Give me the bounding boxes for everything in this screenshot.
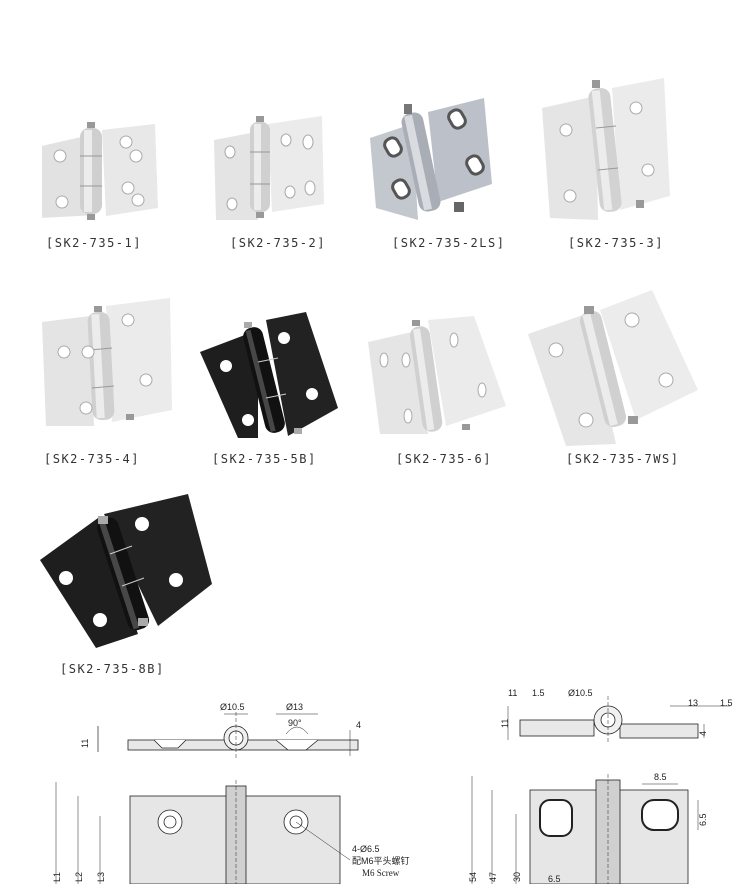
product-code: [SK2-735-8B] [60, 662, 165, 676]
hinge-image [42, 298, 172, 426]
product-code: [SK2-735-6] [396, 452, 492, 466]
product-code: [SK2-735-4] [44, 452, 140, 466]
dim-thickness: 4 [356, 720, 361, 730]
hinge-image [214, 116, 324, 220]
hinge-image [368, 316, 506, 434]
dim-slot-h: 6.5 [698, 813, 708, 826]
hinge-image [40, 494, 212, 648]
product-sk2-735-7ws[interactable] [526, 290, 700, 446]
dim-hole: Ø13 [286, 702, 303, 712]
product-sk2-735-2ls[interactable] [368, 98, 494, 222]
product-code: [SK2-735-1] [46, 236, 142, 250]
product-sk2-735-1[interactable] [40, 120, 160, 220]
dim-l2: L2 [74, 872, 84, 882]
technical-drawing-right: 11 1.5 Ø10.5 13 1.5 11 4 8.5 6.5 54 47 3… [468, 684, 742, 884]
product-code: [SK2-735-3] [568, 236, 664, 250]
dim-height: 11 [80, 739, 90, 748]
holes-note: 4-Ø6.5 [352, 844, 380, 854]
technical-drawing-left: 11 Ø10.5 Ø13 90° 4 L1 L2 L3 4-Ø6.5 配M6平头… [50, 690, 410, 884]
dim-slot-w: 8.5 [654, 772, 667, 782]
dim-pin: Ø10.5 [568, 688, 593, 698]
hinge-image [542, 78, 670, 220]
dim-15a: 1.5 [532, 688, 545, 698]
product-sk2-735-6[interactable] [366, 316, 508, 436]
dim-thickness: 4 [698, 731, 708, 736]
dim-47: 47 [488, 872, 498, 882]
dim-54: 54 [468, 872, 478, 882]
hinge-image [528, 290, 698, 446]
hinge-image [42, 122, 158, 220]
dim-bottom: 6.5 [548, 874, 561, 884]
dim-13: 13 [688, 698, 698, 708]
product-code: [SK2-735-2LS] [392, 236, 506, 250]
dim-15b: 1.5 [720, 698, 733, 708]
product-sk2-735-5b[interactable] [198, 312, 340, 440]
product-sk2-735-2[interactable] [210, 112, 330, 222]
dim-height: 11 [500, 719, 510, 728]
product-sk2-735-4[interactable] [40, 298, 176, 428]
product-sk2-735-8b[interactable] [38, 494, 214, 650]
dim-l3: L3 [96, 872, 106, 882]
drawing-lines: 11 1.5 Ø10.5 13 1.5 11 4 8.5 6.5 54 47 3… [468, 688, 733, 884]
dim-angle: 90° [288, 718, 302, 728]
drawing-lines: 11 Ø10.5 Ø13 90° 4 L1 L2 L3 4-Ø6.5 配M6平头… [52, 702, 410, 884]
dim-11a: 11 [508, 688, 517, 698]
hinge-image [200, 312, 338, 438]
product-sk2-735-3[interactable] [540, 78, 672, 222]
product-code: [SK2-735-5B] [212, 452, 317, 466]
product-code: [SK2-735-7WS] [566, 452, 680, 466]
product-code: [SK2-735-2] [230, 236, 326, 250]
screw-note-cn: 配M6平头螺钉 [352, 856, 410, 866]
dim-pin: Ø10.5 [220, 702, 245, 712]
dim-30: 30 [512, 872, 522, 882]
dim-l1: L1 [52, 872, 62, 882]
hinge-image [370, 98, 492, 220]
screw-note-en: M6 Screw [362, 868, 400, 878]
